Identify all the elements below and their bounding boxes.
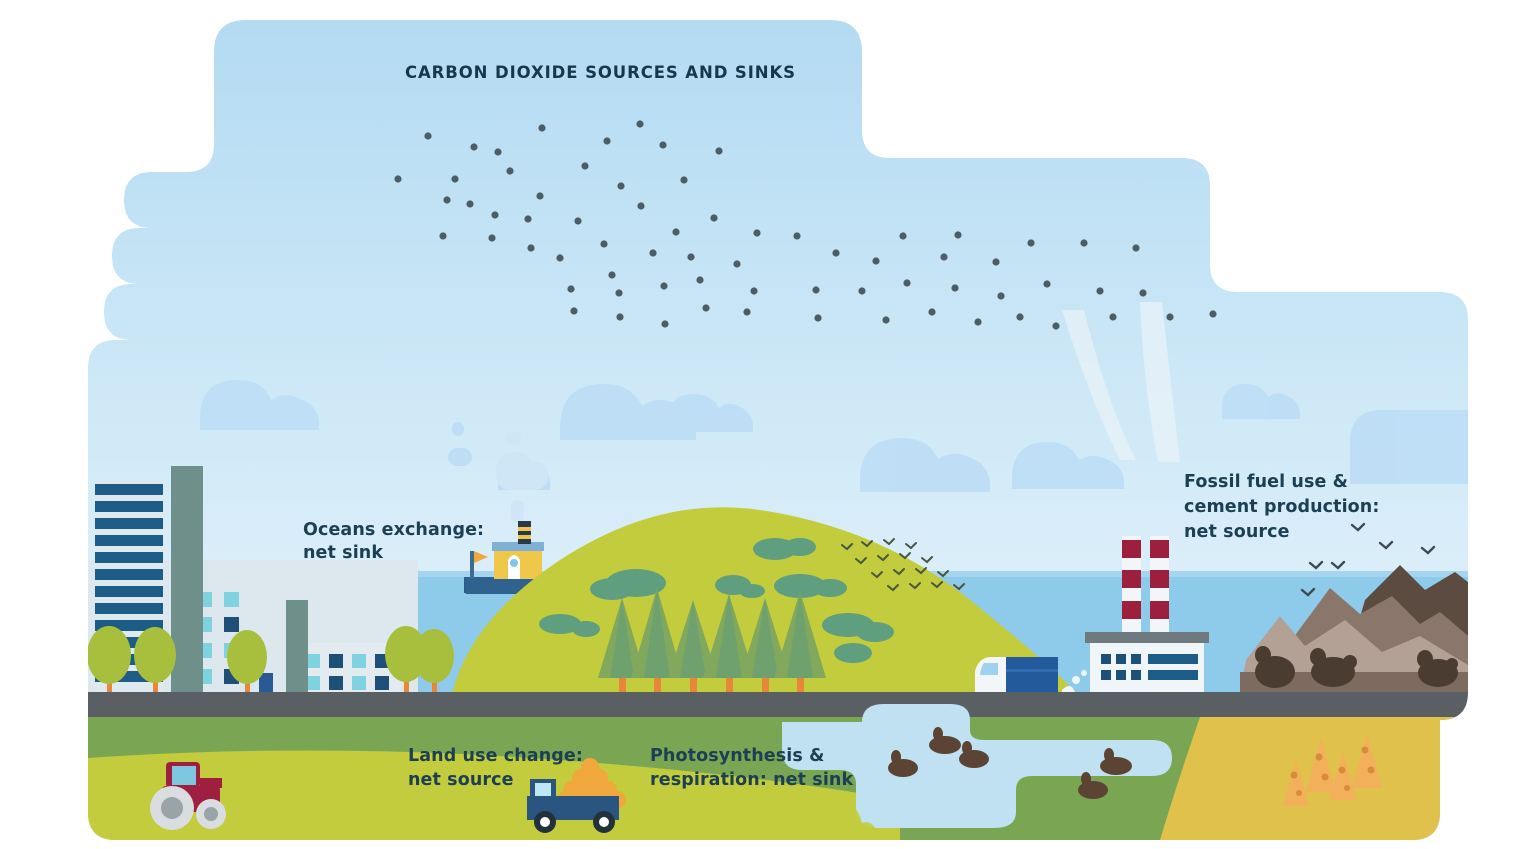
cloud-icon (1012, 442, 1124, 489)
cloud-icon (560, 384, 696, 440)
rocky-cliffs (1240, 522, 1468, 694)
bird-flock-icon (841, 538, 965, 592)
city-skyline (88, 466, 454, 694)
tractor (150, 762, 226, 830)
smokestack-bands (1122, 540, 1169, 619)
photo-callout-line2: respiration: net sink (650, 770, 854, 790)
ship-mast (470, 551, 474, 579)
oceans-callout-line1: Oceans exchange: (303, 520, 485, 540)
cloud-icon (452, 422, 464, 436)
shore (1240, 672, 1468, 694)
factory-plume (1062, 302, 1180, 462)
cloud-icon (860, 438, 990, 492)
cloud-icon (1222, 384, 1300, 419)
pond (782, 704, 1172, 828)
haystacks (1283, 734, 1382, 806)
kiosk (259, 673, 273, 694)
fossil-callout-line2: cement production: (1184, 497, 1380, 517)
ship-cabin-roof (492, 542, 544, 551)
road (88, 692, 1468, 717)
cloud-icon (1350, 410, 1468, 484)
seagull-icon (1300, 522, 1436, 597)
cloud-group (200, 380, 1468, 492)
tower-stripes (95, 484, 163, 682)
landuse-callout-line1: Land use change: (408, 746, 583, 766)
tower-teal (171, 466, 203, 694)
landuse-callout-line2: net source (408, 770, 514, 790)
fossil-callout-line1: Fossil fuel use & (1184, 472, 1349, 492)
factory-bars (1148, 654, 1198, 680)
ship-funnel (518, 521, 531, 544)
seals (1255, 646, 1458, 688)
building-windows (306, 654, 366, 690)
fossil-callout-line3: net source (1184, 522, 1290, 542)
pasture-strip (88, 750, 900, 840)
pickup-window (535, 783, 551, 796)
cloud-icon (200, 380, 319, 430)
factory-dots (1101, 654, 1141, 680)
ship-smoke (496, 432, 548, 522)
pickup-truck (527, 758, 626, 833)
factory-building (1090, 643, 1204, 694)
cloud-icon (448, 448, 472, 466)
factory (1062, 302, 1209, 694)
hill-bushes (539, 538, 894, 663)
conifer-forest (598, 588, 826, 694)
truck-box (1006, 657, 1058, 697)
field-shrubs (612, 804, 879, 840)
co2-dot-field (394, 120, 1217, 330)
oceans-callout-line2: net sink (303, 543, 384, 563)
ship-flag (474, 551, 488, 563)
cloud-icon (668, 394, 753, 432)
ducks (888, 727, 1132, 799)
city-trees (88, 626, 454, 694)
factory-roof (1085, 632, 1209, 643)
photo-callout-line1: Photosynthesis & (650, 746, 825, 766)
ship-window (510, 559, 518, 567)
tractor-window (172, 766, 196, 785)
green-hill-group (452, 507, 1078, 694)
page-title: CARBON DIOXIDE SOURCES AND SINKS (405, 63, 796, 82)
truck-window (980, 663, 998, 675)
